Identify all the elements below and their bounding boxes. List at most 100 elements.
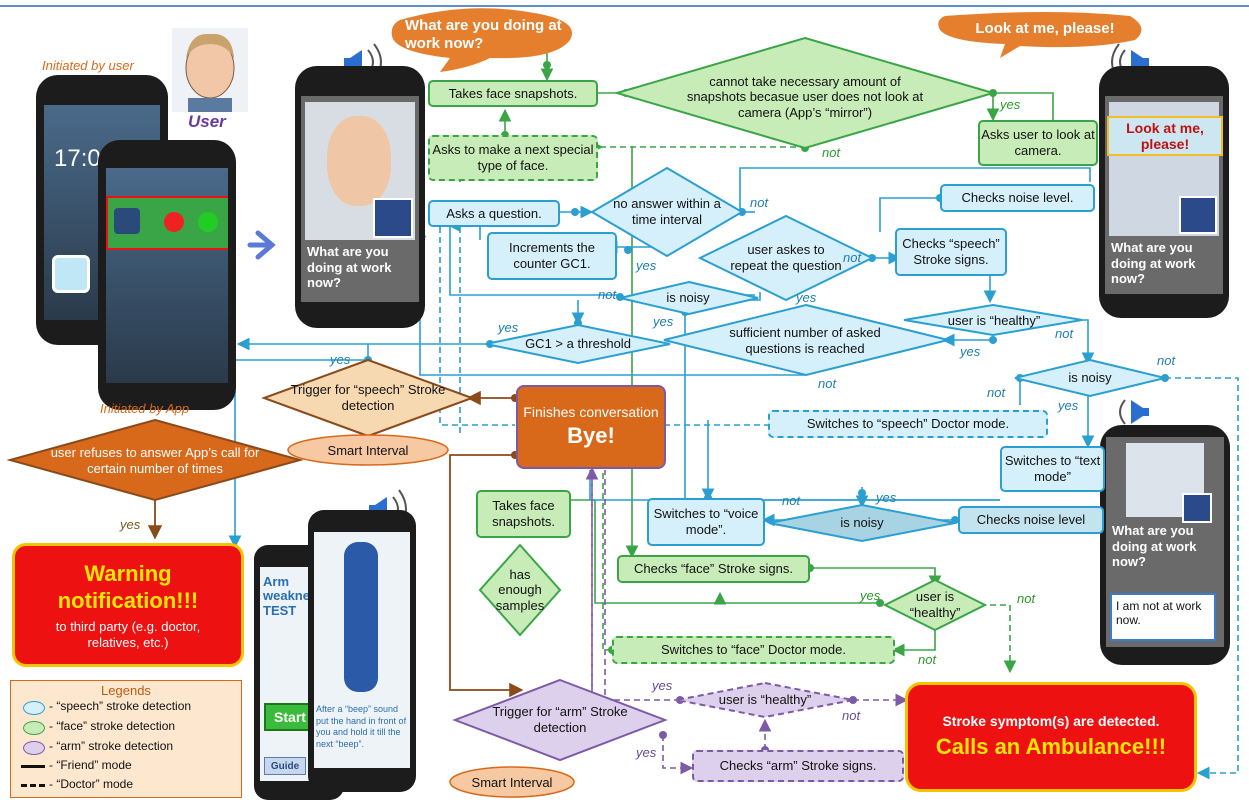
bubble-left-text: What are you doing at work now? (405, 17, 562, 52)
warning-title-text: Warning notification!!! (57, 560, 199, 614)
speaker-icon (1119, 399, 1149, 425)
label-yes: yes (498, 320, 519, 335)
legend-friend-line (21, 765, 45, 768)
legend-box: Legends - “speech” stroke detection - “f… (10, 680, 242, 798)
legend-title: Legends (101, 683, 151, 698)
switch-text-mode-node: Switches to “text mode” (1000, 446, 1105, 492)
answer-input[interactable]: I am not at work now. (1110, 593, 1216, 641)
user-healthy-decision-2: user is “healthy” (909, 589, 961, 620)
smart-interval-oval-1 (287, 434, 449, 466)
brain-icon (1182, 493, 1212, 523)
label-not: not (750, 195, 769, 210)
takes-face-snapshots-node-2: Takes face snapshots. (476, 490, 571, 538)
legend-doctor-line (21, 784, 45, 787)
legend-friend: - “Friend” mode (49, 758, 132, 772)
arm-figure (344, 542, 378, 692)
call-banner (106, 196, 228, 250)
label-not: not (598, 287, 617, 302)
user-refuses-decision: user refuses to answer App’s call for ce… (50, 445, 260, 476)
smart-interval-oval-2 (449, 766, 575, 798)
brain-icon (373, 198, 413, 238)
gc1-threshold-decision: GC1 > a threshold (525, 336, 631, 352)
look-at-me-overlay: Look at me, please! (1107, 116, 1223, 156)
is-noisy-decision-1: is noisy (666, 290, 710, 306)
bye-text: Bye! (567, 423, 615, 449)
smart-interval-1: Smart Interval (327, 443, 409, 459)
accept-call-icon[interactable] (198, 212, 218, 232)
user-avatar (172, 28, 248, 112)
smart-interval-2: Smart Interval (471, 775, 553, 791)
trigger-speech-decision: Trigger for “speech” Stroke detection (290, 382, 446, 413)
warning-notification-node: Warning notification!!! to third party (… (12, 543, 244, 667)
asks-question-node: Asks a question. (428, 200, 560, 227)
phone-speech-question: What are you doing at work now? (295, 66, 425, 328)
legend-doctor: - “Doctor” mode (49, 777, 134, 791)
guide-button[interactable]: Guide (264, 757, 306, 775)
phone-call-screen (106, 168, 228, 383)
switch-voice-mode-node: Switches to “voice mode”. (647, 498, 765, 546)
decision-shapes (6, 36, 1166, 762)
trigger-arm-decision: Trigger for “arm” Stroke detection (492, 704, 628, 735)
bubble-right-shape (938, 12, 1142, 58)
phone-question-text: What are you doing at work now? (1111, 240, 1196, 287)
label-yes: yes (860, 588, 881, 603)
asks-special-face-node: Asks to make a next special type of face… (428, 135, 598, 181)
label-not: not (1055, 326, 1074, 341)
checks-face-node: Checks “face” Stroke signs. (617, 555, 810, 583)
phone-question-text: What are you doing at work now? (307, 244, 392, 291)
label-not: not (822, 145, 841, 160)
is-noisy-decision-2: is noisy (1068, 370, 1112, 386)
app-icon[interactable] (52, 255, 90, 293)
label-not: not (918, 652, 937, 667)
finishes-conversation-node: Finishes conversation Bye! (516, 385, 666, 469)
increments-counter-node: Increments the counter GC1. (487, 232, 617, 280)
phone-text-mode: What are you doing at work now? I am not… (1100, 425, 1230, 665)
cannot-take-decision: cannot take necessary amount of snapshot… (686, 73, 924, 120)
label-yes: yes (1058, 398, 1079, 413)
arm-instruction-text: After a “beep” sound put the hand in fro… (316, 704, 407, 750)
has-enough-samples-decision: has enough samples (495, 566, 545, 613)
initiated-by-user-label: Initiated by user (42, 58, 134, 73)
label-not: not (843, 250, 862, 265)
asks-look-at-camera-node: Asks user to look at camera. (978, 120, 1098, 166)
warning-sub-text: to third party (e.g. doctor, relatives, … (55, 618, 201, 650)
label-not: not (1157, 353, 1176, 368)
initiated-by-app-label: Initiated by App (100, 401, 190, 416)
brain-icon (114, 208, 140, 234)
label-yes: yes (653, 314, 674, 329)
phone-question-text: What are you doing at work now? (1112, 523, 1197, 570)
label-not: not (987, 385, 1006, 400)
label-not: not (782, 493, 801, 508)
bubble-right-text: Look at me, please! (975, 20, 1115, 37)
checks-speech-node: Checks “speech” Stroke signs. (895, 228, 1007, 276)
label-yes: yes (652, 678, 673, 693)
face-image (1126, 443, 1212, 523)
legend-arm: - “arm” stroke detection (49, 739, 174, 753)
stroke-detected-node: Stroke symptom(s) are detected. Calls an… (905, 682, 1197, 792)
switch-face-doctor-node: Switches to “face” Doctor mode. (612, 636, 895, 664)
label-not: not (818, 376, 837, 391)
bubble-left-shape (391, 8, 572, 72)
brain-icon (1179, 196, 1217, 234)
phone-arm-instr-screen: After a “beep” sound put the hand in fro… (314, 532, 410, 768)
phone-speech-screen: What are you doing at work now? (301, 96, 419, 302)
face-image (305, 102, 415, 240)
no-answer-decision: no answer within a time interval (613, 196, 721, 227)
label-yes: yes (1000, 97, 1021, 112)
phone-arm-instruction: After a “beep” sound put the hand in fro… (308, 510, 416, 792)
switch-speech-doctor-node: Switches to “speech” Doctor mode. (768, 410, 1048, 438)
phone-text-screen: What are you doing at work now? I am not… (1106, 437, 1224, 647)
label-yes: yes (796, 290, 817, 305)
user-healthy-decision-3: user is “healthy” (718, 692, 812, 708)
checks-noise-node: Checks noise level. (940, 184, 1095, 212)
is-noisy-decision-3: is noisy (840, 515, 884, 531)
label-not: not (1017, 591, 1036, 606)
decline-call-icon[interactable] (164, 212, 184, 232)
label-yes: yes (120, 517, 141, 532)
user-label: User (188, 112, 226, 131)
repeat-question-decision: user askes to repeat the question (730, 242, 842, 273)
legend-speech: - “speech” stroke detection (49, 699, 192, 713)
takes-face-snapshots-node: Takes face snapshots. (428, 80, 598, 107)
label-not: not (842, 708, 861, 723)
